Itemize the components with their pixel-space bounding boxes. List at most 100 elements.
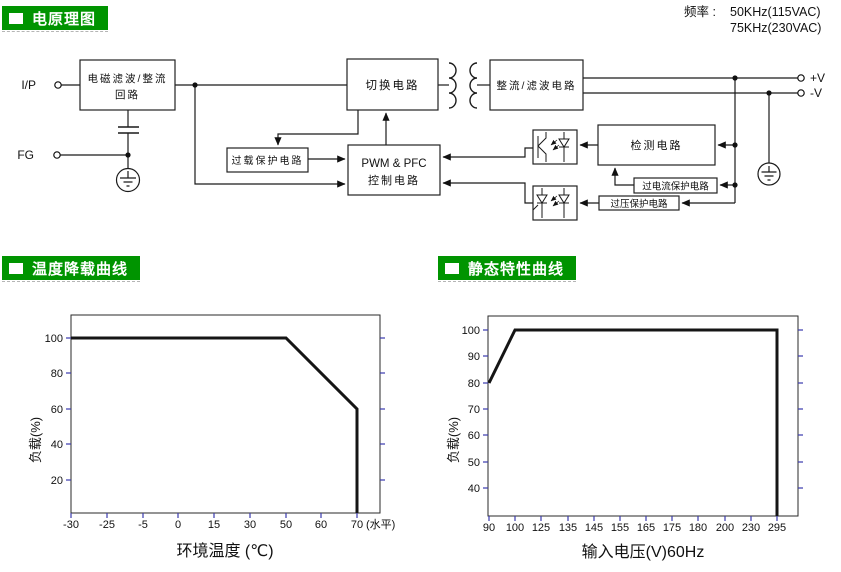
- x-axis-title: 环境温度 (℃): [176, 541, 273, 560]
- earth-ground-icon-left: [115, 167, 141, 193]
- wires: [60, 77, 798, 203]
- optocoupler-2-icon: [532, 188, 570, 218]
- switching-circuit-box: [346, 58, 439, 111]
- x-tick-label: -25: [99, 519, 115, 531]
- y-tick-label: 40: [468, 483, 480, 495]
- x-tick-label: 70: [351, 519, 363, 531]
- y-tick-label: 80: [51, 368, 63, 380]
- transformer-secondary-coil: [469, 62, 478, 109]
- y-tick-label: 20: [51, 475, 63, 487]
- circuit-block-diagram: I/P FG +V -V: [17, 58, 825, 221]
- overcurrent-protection-label: 过电流保护电路: [642, 181, 709, 193]
- vplus-terminal-label: +V: [810, 71, 825, 85]
- x-tick-label: 295: [768, 522, 786, 534]
- junction-dot: [766, 90, 772, 96]
- x-tick-label: 15: [208, 519, 220, 531]
- pwm-pfc-box: [347, 144, 441, 196]
- section-badge: 静态特性曲线: [438, 256, 577, 280]
- chart-frame: [487, 315, 799, 517]
- wire-opto2-to-pwm: [442, 179, 533, 204]
- section-badge: 电原理图: [2, 6, 109, 30]
- bullet-square-icon: [445, 262, 459, 274]
- junction-dot: [732, 182, 738, 188]
- section-title-static: 静态特性曲线: [468, 260, 565, 278]
- x-tick-label: 30: [244, 519, 256, 531]
- x-tick-label: 125: [532, 522, 550, 534]
- x-tick-label: 145: [585, 522, 603, 534]
- y-tick-label: 100: [45, 333, 63, 345]
- x-tick-label: 200: [716, 522, 734, 534]
- x-tick-label: 175: [663, 522, 681, 534]
- vminus-terminal: [797, 89, 805, 97]
- section-header-derating: 温度降载曲线: [2, 256, 141, 282]
- x-tick-label: 50: [280, 519, 292, 531]
- fg-terminal: [53, 151, 61, 159]
- y-tick-labels: 40 50 60 70 80 90 100: [462, 325, 480, 495]
- x-tick-label: 155: [611, 522, 629, 534]
- input-terminal: [54, 81, 62, 89]
- y-tick-label: 60: [51, 404, 63, 416]
- x-tick-label: 230: [742, 522, 760, 534]
- blocks: [79, 58, 718, 221]
- frequency-note: 频率 :50KHz(115VAC) 75KHz(230VAC): [684, 4, 821, 36]
- terminals: [53, 74, 805, 159]
- arrow-wires: [194, 85, 735, 207]
- overload-protection-label: 过载保护电路: [232, 154, 304, 167]
- y-tick-label: 60: [468, 430, 480, 442]
- rectifier-filter-box: [489, 59, 584, 111]
- y-tick-label: 70: [468, 404, 480, 416]
- static-curve: [487, 328, 779, 516]
- frequency-value-1: 50KHz(115VAC): [730, 5, 821, 19]
- fg-terminal-label: FG: [17, 148, 34, 162]
- wire-switching-to-overload: [274, 110, 359, 146]
- input-terminal-label: I/P: [21, 78, 36, 92]
- derating-chart: 20 40 60 80 100 -30 -25 -5 0 15 30 50 60…: [28, 314, 395, 560]
- detection-circuit-label: 检测电路: [631, 138, 683, 152]
- vplus-terminal: [797, 74, 805, 82]
- y-tick-label: 100: [462, 325, 480, 337]
- overvoltage-protection-box: [598, 195, 680, 211]
- junction-dot: [125, 152, 131, 158]
- x-tick-label: -30: [63, 519, 79, 531]
- y-tick-label: 90: [468, 351, 480, 363]
- y-axis-title: 负载(%): [446, 417, 461, 463]
- section-header-circuit: 电原理图: [2, 6, 109, 32]
- y-tick-labels: 20 40 60 80 100: [45, 333, 63, 487]
- optocoupler-1-icon: [537, 132, 570, 162]
- overcurrent-protection-box: [633, 177, 718, 194]
- junction-dots: [125, 75, 772, 188]
- junction-dot: [732, 142, 738, 148]
- section-title-derating: 温度降载曲线: [32, 260, 129, 278]
- wire-opto1-to-pwm: [442, 147, 533, 161]
- wire-emi-to-pwm: [194, 85, 346, 188]
- x-tick-label: 100: [506, 522, 524, 534]
- x-axis-title: 输入电压(V)60Hz: [582, 543, 705, 561]
- x-tick-label: 90: [483, 522, 495, 534]
- y-ticks: [66, 337, 385, 481]
- detection-circuit-box: [597, 124, 716, 166]
- overvoltage-protection-label: 过压保护电路: [610, 198, 668, 210]
- overload-protection-box: [226, 147, 309, 173]
- emi-filter-label-2: 回路: [115, 88, 140, 101]
- x-tick-label: 0: [175, 519, 181, 531]
- bullet-square-icon: [9, 12, 23, 24]
- switching-circuit-label: 切换电路: [366, 78, 420, 92]
- earth-ground-icon-right: [757, 162, 781, 186]
- x-tick-labels: -30 -25 -5 0 15 30 50 60 70 (水平): [63, 518, 395, 531]
- transformer-icon: [448, 62, 478, 109]
- x-axis-note: (水平): [366, 518, 395, 531]
- x-ticks: [70, 513, 358, 518]
- transformer-primary-coil: [448, 62, 457, 109]
- wire-overcurrent-to-detection: [611, 167, 634, 186]
- y-axis-title: 负载(%): [28, 417, 43, 463]
- pwm-pfc-label-1: PWM & PFC: [361, 158, 426, 170]
- y-tick-label: 40: [51, 439, 63, 451]
- x-tick-label: 180: [689, 522, 707, 534]
- x-tick-label: -5: [138, 519, 148, 531]
- rectifier-filter-label: 整流/滤波电路: [497, 79, 577, 92]
- chart-frame: [70, 314, 381, 514]
- y-tick-label: 50: [468, 457, 480, 469]
- x-tick-labels: 90 100 125 135 145 155 165 175 180 200 2…: [483, 522, 786, 534]
- frequency-label: 频率 :: [684, 5, 716, 19]
- x-tick-label: 165: [637, 522, 655, 534]
